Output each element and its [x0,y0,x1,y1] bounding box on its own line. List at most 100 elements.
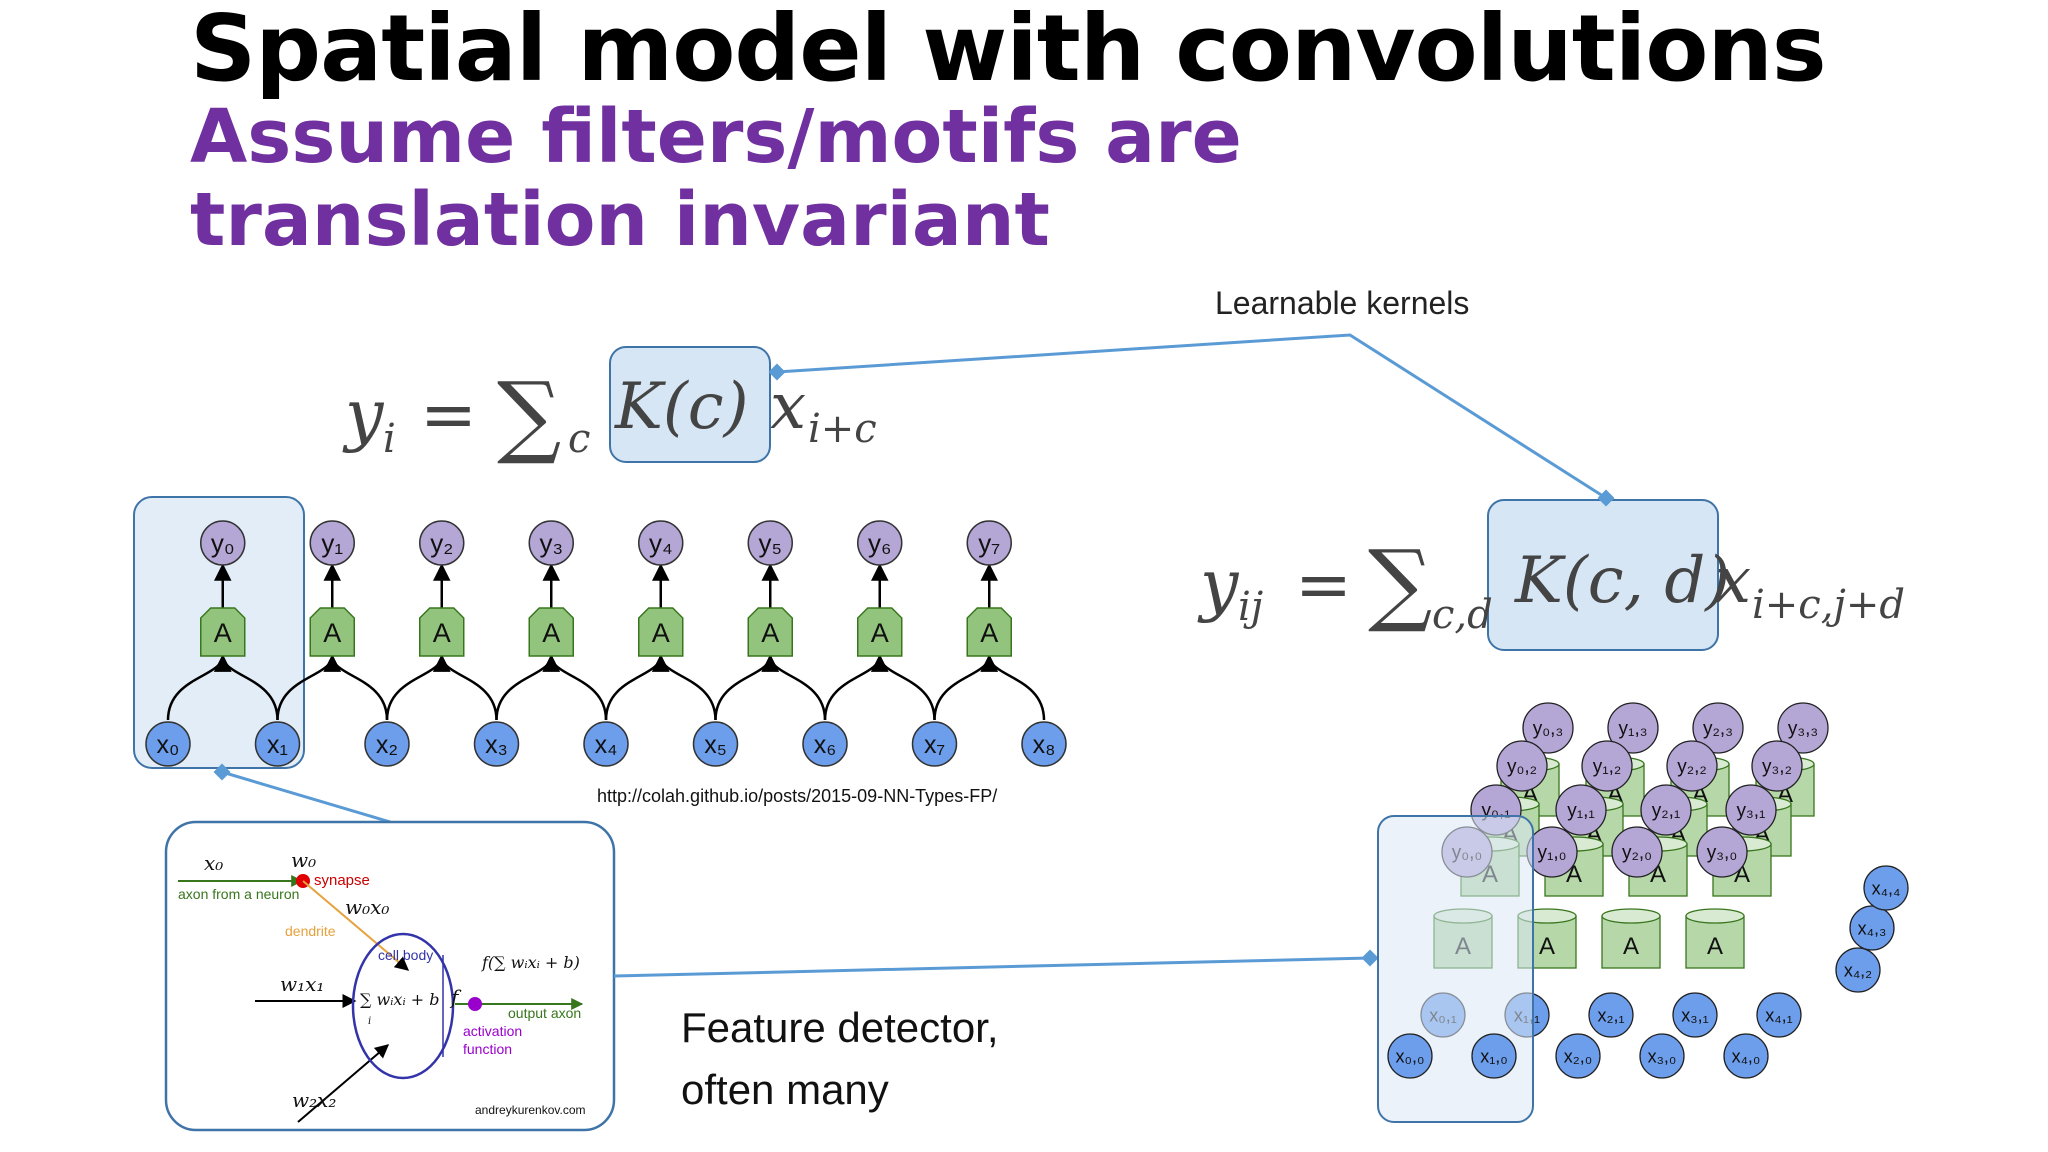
conv2d-output-node [1607,702,1659,754]
feature-connector [613,956,1371,978]
conv1d-output-label: y₇ [978,528,1000,558]
conv2d-input-node-label: x₄,₁ [1765,1005,1792,1025]
formula-1d-x-sub: i+c [808,406,877,452]
conv1d-input-node [1021,721,1067,767]
conv2d-output-node [1666,740,1718,792]
conv2d-input-node-label: x₁,₀ [1480,1046,1508,1066]
formula-2d-x: x [1715,544,1751,618]
conv2d-input-node [1835,947,1881,993]
conv1d-edge [495,654,560,721]
slide-title: Spatial model with convolutions [190,0,1827,102]
conv2d-input-node-label: x₂,₁ [1597,1005,1624,1025]
conv1d-input-node [364,721,410,767]
conv2d-output-node [1725,784,1777,836]
conv1d-unit [419,607,465,657]
neuron-diagram: x₀ w₀ w₀x₀ w₁x₁ ∑ wᵢxᵢ + b i f f(∑ wᵢxᵢ … [178,848,586,1123]
conv1d-edge [433,654,498,721]
conv1d-output-label: y₃ [539,528,563,558]
conv2d-output-node-label: y₁,₂ [1593,757,1622,778]
formula-1d-lhs-sub: i [383,416,396,462]
conv2d-unit-label: A [1623,933,1639,960]
conv1d-edge [323,654,389,721]
formula-1d-kernel: K(c) [614,370,749,444]
conv2d-output-node-label: y₃,₃ [1788,719,1818,740]
neuron-f-expr: f(∑ wᵢxᵢ + b) [481,953,580,972]
conv1d-edge [980,654,1046,721]
formula-1d-eq: = [420,376,477,455]
conv1d-output-label: y₂ [430,528,453,558]
conv1d-output-node [200,520,246,566]
conv2d-diagram: x₄,₂x₄,₃x₄,₄AAAAAAAAAAAAx₀,₁x₁,₁x₂,₁x₃,₁… [1420,702,1909,1038]
conv1d-edge [652,654,717,721]
conv1d-output-node [747,520,793,566]
conv2d-output-node-label: y₂,₀ [1622,843,1652,864]
conv2d-input-node [1723,1033,1769,1079]
conv1d-input-node [911,721,958,767]
conv2d-output-node-label: y₂,₂ [1677,757,1707,778]
conv1d-output-node [966,520,1012,566]
conv1d-unit [966,607,1012,657]
conv2d-input-node [1756,992,1802,1038]
conv1d-output-label: y₁ [321,528,343,558]
conv1d-input-label: x₄ [595,731,618,759]
neuron-w2x2: w₂x₂ [292,1088,336,1112]
conv1d-edge [933,654,998,721]
conv1d-input-label: x₅ [704,731,727,759]
formula-2d-lhs-sub: ij [1238,584,1263,630]
conv1d-input-label: x₀ [157,731,180,759]
neuron-connector [221,770,391,824]
conv1d-input-label: x₃ [485,731,508,759]
conv1d-unit-label: A [542,618,560,648]
conv1d-output-label: y₀ [211,528,235,558]
conv2d-output-node-label: y₃,₂ [1762,757,1792,778]
conv2d-output-node-label: y₃,₁ [1737,801,1766,822]
conv1d-input-label: x₇ [924,731,945,759]
conv2d-output-node [1522,702,1574,754]
conv1d-input-node [145,721,191,767]
conv1d-output-node [528,520,574,566]
neuron-axon-from: axon from a neuron [178,886,299,902]
conv2d-output-node [1777,702,1829,754]
formula-2d-eq: = [1295,546,1352,625]
neuron-synapse: synapse [314,872,370,889]
conv1d-input-label: x₂ [376,731,398,759]
conv2d-output-node-label: y₀,₃ [1533,719,1563,740]
conv2d-unit [1685,915,1745,969]
formula-2d-x-sub: i+c,j+d [1752,582,1905,628]
conv2d-output-node [1496,740,1548,792]
conv2d-input-node-label: x₃,₀ [1648,1046,1677,1066]
learnable-kernels-label: Learnable kernels [1215,285,1469,321]
conv2d-unit-label: A [1707,933,1723,960]
conv1d-input-label: x₆ [814,731,837,759]
conv1d-input-label: x₁ [267,731,288,759]
neuron-credit: andreykurenkov.com [475,1103,586,1117]
neuron-dendrite: dendrite [285,923,336,939]
conv2d-output-node [1611,826,1663,878]
conv2d-unit [1601,915,1661,969]
conv2d-input-node-label: x₄,₀ [1732,1046,1761,1066]
conv1d-unit-label: A [652,618,670,648]
conv1d-source: http://colah.github.io/posts/2015-09-NN-… [597,786,997,806]
conv2d-input-node [1639,1033,1685,1079]
formula-1d-sum-sub: c [568,416,590,462]
conv1d-unit [747,607,793,657]
conv1d-unit [528,607,574,657]
conv1d-input-node [583,721,629,767]
conv2d-input-node-label: x₄,₃ [1858,918,1887,938]
conv1d-edge [385,654,451,721]
conv2d-output-node [1555,784,1607,836]
formula-2d: y ij = ∑ c,d K(c, d) x i+c,j+d [1197,531,1905,638]
conv2d-input-node-label: x₂,₀ [1564,1046,1592,1066]
kernel-highlight-1d [609,346,771,463]
conv2d-input-node [1672,992,1718,1038]
formula-1d-sum: ∑ [497,363,561,468]
conv2d-output-node [1751,740,1803,792]
connector-end-1d [768,363,786,381]
conv2d-unit-label: A [1539,933,1555,960]
conv1d-edge [542,654,608,721]
conv2d-input-node-label: x₄,₂ [1844,960,1872,980]
conv1d-input-node [254,721,301,767]
neuron-function: function [463,1041,512,1057]
